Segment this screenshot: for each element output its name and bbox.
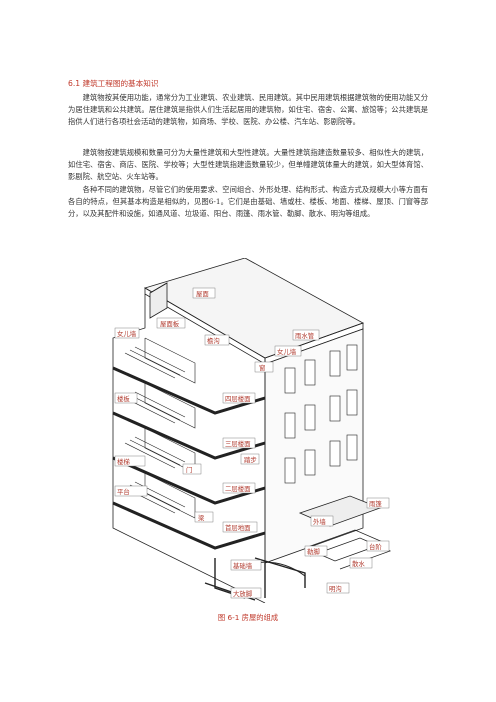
label-ground-floor: 首层地面 <box>225 523 251 532</box>
label-steps: 台阶 <box>369 542 382 551</box>
paragraph-1: 建筑物按其使用功能，通常分为工业建筑、农业建筑、民用建筑。其中民用建筑根据建筑物… <box>68 93 428 126</box>
label-exterior-wall: 外墙 <box>313 517 326 526</box>
label-window: 窗 <box>259 363 265 372</box>
label-landing: 平台 <box>117 487 130 496</box>
label-downpipe: 雨水管 <box>295 331 314 340</box>
label-apron: 散水 <box>352 559 365 568</box>
figure-caption: 图 6-1 房屋的组成 <box>217 613 279 622</box>
section-heading: 6.1 建筑工程图的基本知识 <box>68 79 159 88</box>
label-plinth: 勒脚 <box>307 547 320 556</box>
label-gutter: 檐沟 <box>207 336 220 345</box>
label-fourth-floor: 四层楼面 <box>225 394 251 403</box>
label-beam: 梁 <box>198 513 205 522</box>
label-canopy: 雨篷 <box>369 499 382 508</box>
building-figure: 屋面 屋面板 女儿墙 檐沟 雨水管 女儿墙 窗 楼板 四层楼面 三层楼面 踏步 … <box>105 257 395 607</box>
label-stair: 楼梯 <box>117 457 130 466</box>
label-roof-slab: 屋面板 <box>160 319 180 328</box>
label-roof: 屋面 <box>196 290 209 298</box>
label-foundation-wall: 基础墙 <box>233 561 253 570</box>
paragraph-2: 建筑物按建筑规模和数量可分为大量性建筑和大型性建筑。大量性建筑指建造数量较多、相… <box>68 148 428 181</box>
label-second-floor: 二层楼面 <box>225 484 251 493</box>
label-step-right: 踏步 <box>244 455 257 464</box>
label-third-floor: 三层楼面 <box>225 439 251 448</box>
label-floor-slab: 楼板 <box>117 394 130 403</box>
paragraph-3: 各种不同的建筑物，尽管它们的使用要求、空间组合、外形处理、结构形式、构造方式及规… <box>68 185 428 218</box>
label-door-inner: 门 <box>186 465 192 474</box>
label-parapet-right: 女儿墙 <box>277 347 297 356</box>
label-parapet-left: 女儿墙 <box>117 329 137 338</box>
building-drawing: 屋面 屋面板 女儿墙 檐沟 雨水管 女儿墙 窗 楼板 四层楼面 三层楼面 踏步 … <box>112 257 392 604</box>
label-ditch: 明沟 <box>329 584 342 593</box>
label-footing: 大放脚 <box>233 589 252 598</box>
